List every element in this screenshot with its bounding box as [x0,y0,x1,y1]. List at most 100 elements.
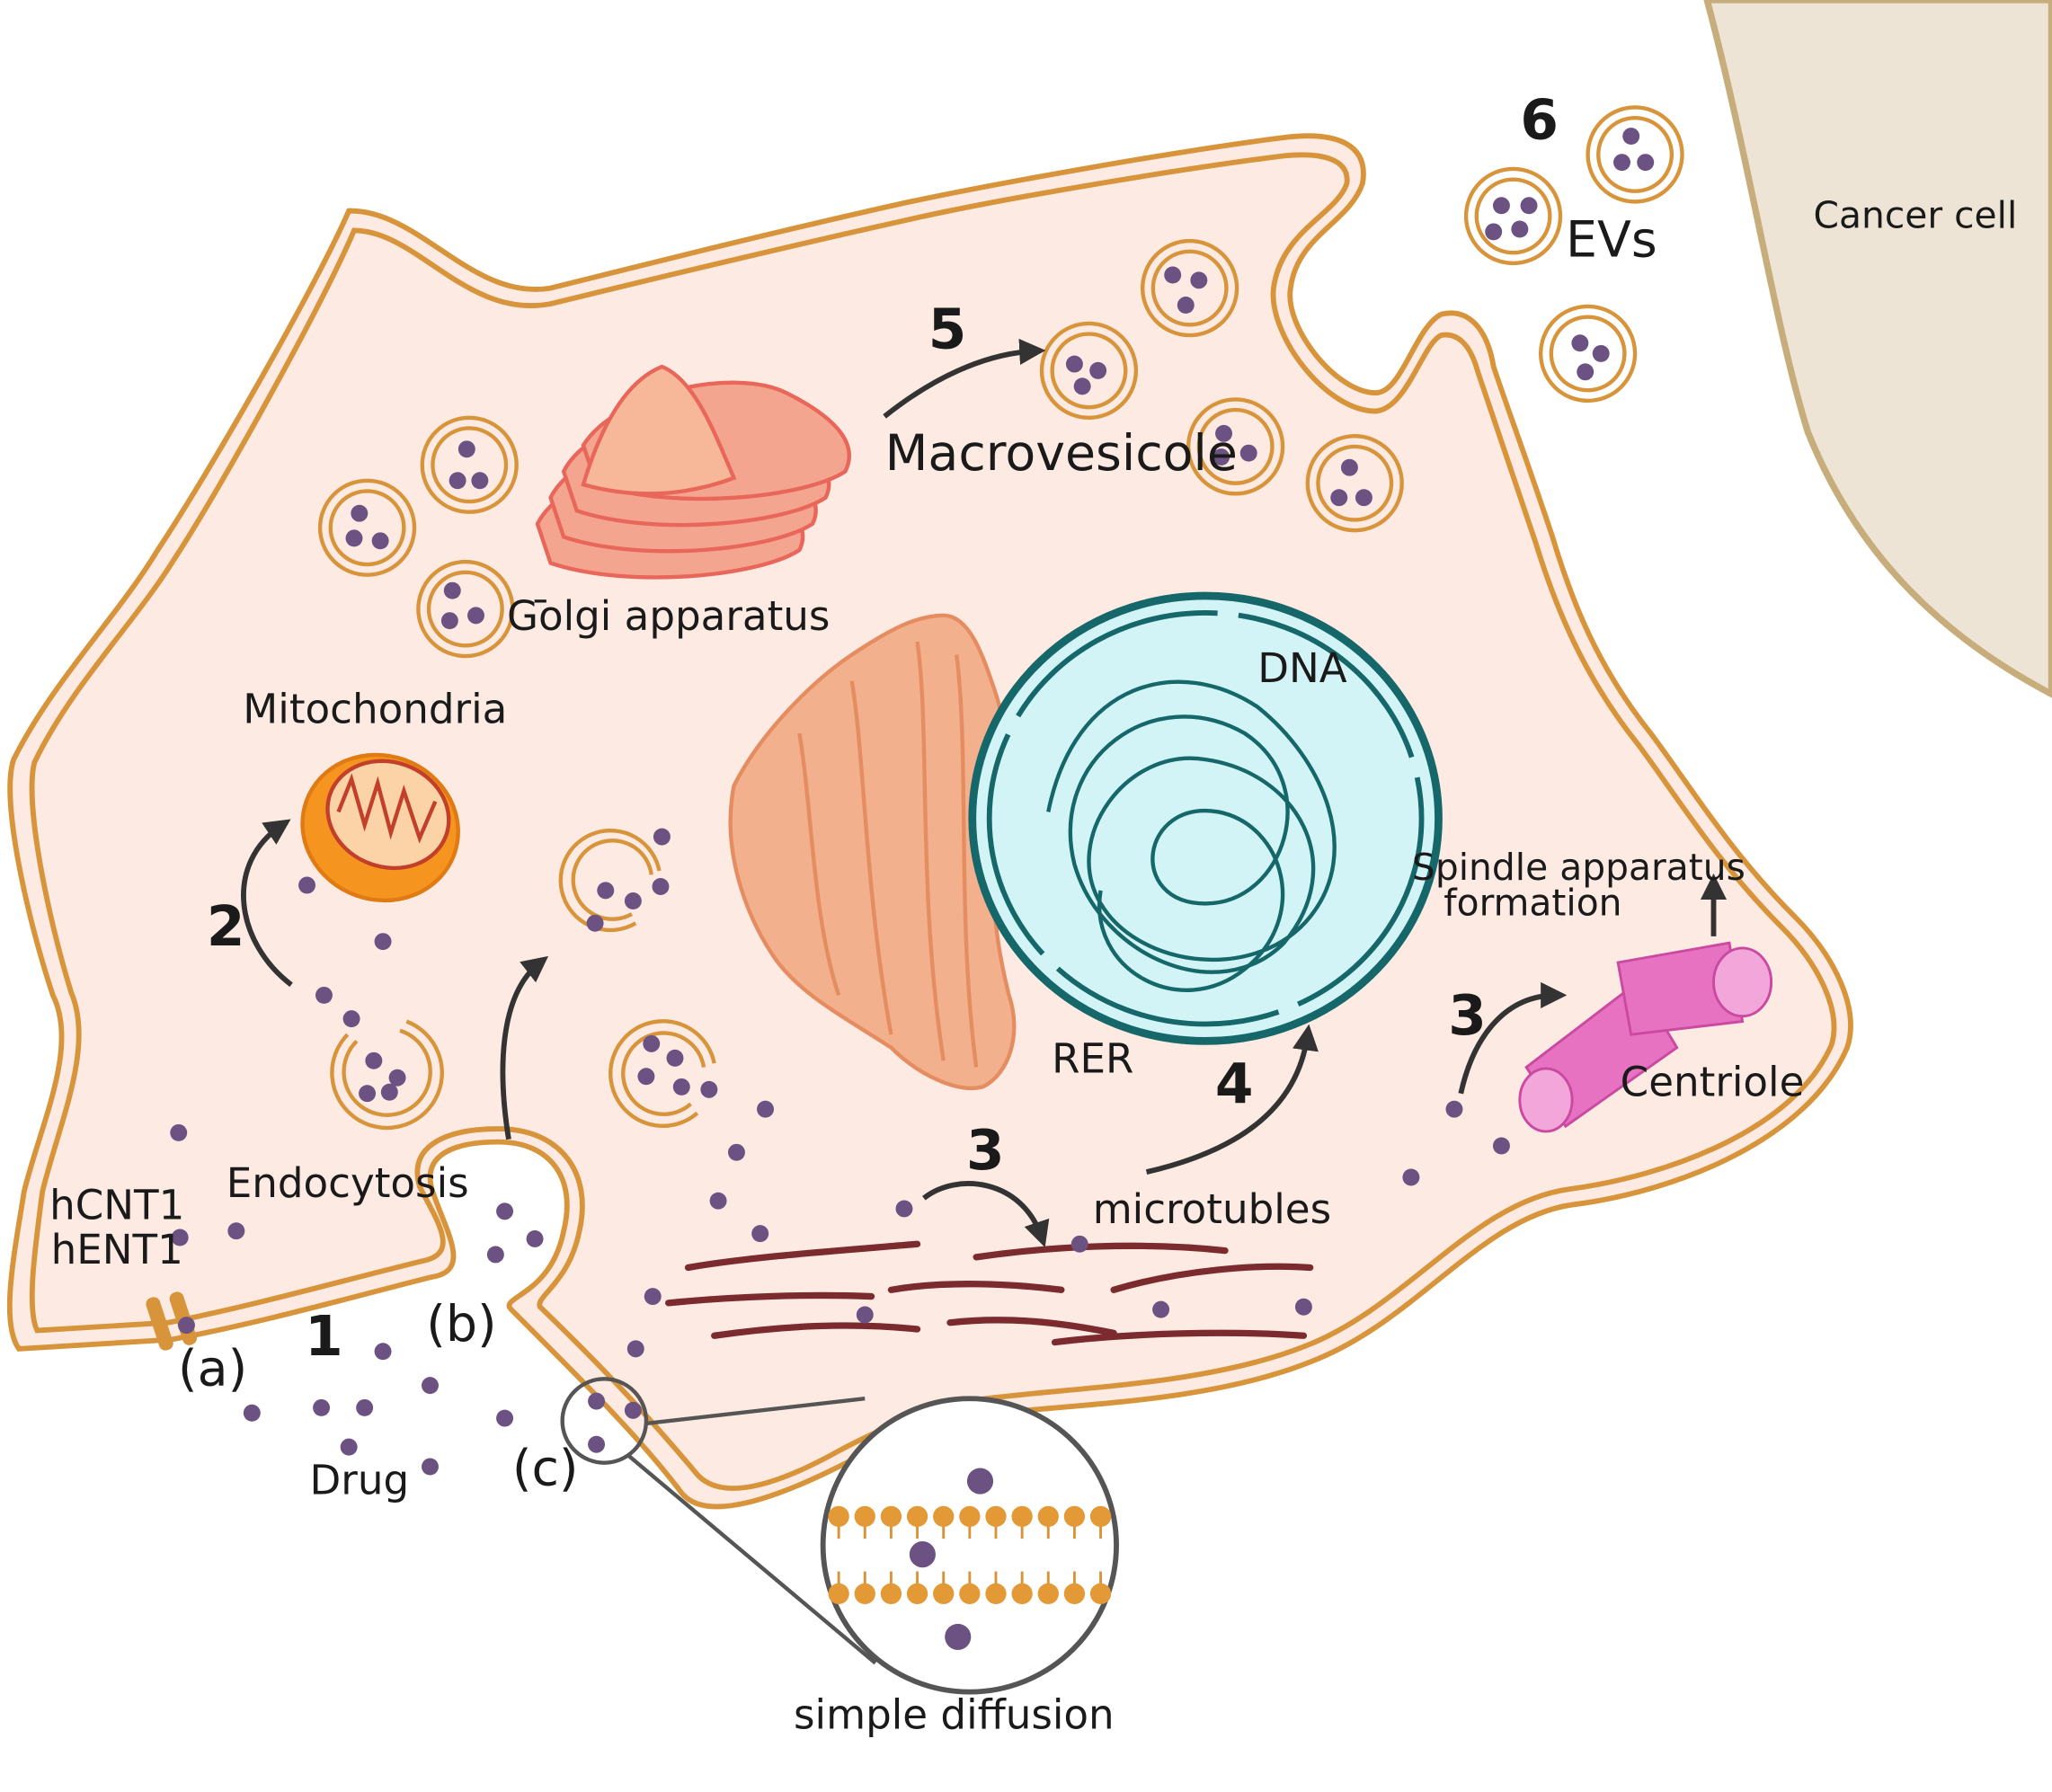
drug-particle [728,1143,745,1161]
centriole [1518,941,1773,1133]
drug-particle [388,1069,406,1087]
drug-particle [422,1458,439,1476]
drug-particle [371,532,389,550]
label-rer: RER [1052,1034,1133,1082]
drug-particle [653,828,671,846]
drug-particle [313,1398,331,1416]
drug-particle [1065,355,1083,373]
drug-particle [1330,489,1348,507]
drug-particle [624,892,642,909]
drug-particle [467,607,484,625]
lipid-head [985,1583,1007,1604]
lipid-head [933,1505,955,1528]
lipid-head [1089,1505,1112,1528]
lipid-head [1037,1505,1059,1528]
drug-particle [1294,1298,1312,1316]
drug-particle [486,1246,504,1264]
pathway-arrows [241,338,1728,1248]
drug-particle [1073,377,1091,395]
drug-particle [471,472,489,490]
drug-particle [588,1435,606,1453]
lipid-head [906,1505,928,1528]
label-macrovesicole: Macrovesicole [885,425,1238,483]
drug-particle [1592,344,1610,362]
drug-particle [1239,444,1257,462]
label-hcnt1: hCNT1 [49,1182,184,1229]
lipid-head [880,1505,902,1528]
drug-particle [586,914,604,932]
lipid-head [1063,1583,1086,1604]
label-microtubles: microtubles [1093,1185,1331,1233]
drug-particle [374,1343,392,1361]
lipid-head [1011,1505,1033,1528]
drug-particle [227,1222,245,1240]
step-1: 1 [305,1305,343,1369]
label-centriole: Centriole [1621,1059,1805,1106]
drug-particle [342,1010,360,1028]
lipid-head [1037,1583,1059,1604]
drug-particle [380,1083,398,1101]
drug-particle [1445,1100,1463,1118]
lipid-head [854,1505,875,1528]
route-b: (b) [426,1296,496,1353]
drug-particle [1164,266,1182,284]
diffusion-magnifier [560,1377,1119,1695]
drug-particle [1213,448,1230,466]
microtubules [665,1240,1314,1346]
drug-particle [496,1202,514,1220]
vesicles [317,105,1684,1131]
drug-particle [626,1340,644,1358]
drug-particle [624,1401,642,1419]
drug-particle [359,1085,377,1103]
drug-particle [351,504,369,522]
drug-particle [597,882,615,900]
drug-particle [449,472,466,490]
drug-particle [1520,197,1538,215]
drug-particle [700,1080,718,1098]
label-drug: Drug [310,1457,410,1504]
lipid-head [1089,1583,1112,1604]
label-simple-diffusion: simple diffusion [794,1690,1115,1738]
drug-particle [588,1392,606,1410]
arrow-4-to-nucleus [1145,1024,1319,1175]
arrow-3-microtubules [922,1181,1050,1248]
drug-particle [1485,223,1503,241]
drug-particle [757,1100,774,1118]
arrow-2-to-mitochondria [241,819,293,988]
drug-particle [666,1049,684,1067]
lipid-head [906,1583,928,1604]
lipid-head [959,1505,981,1528]
step-3-centriole: 3 [1448,984,1487,1048]
golgi-pointer: ¯ [530,592,551,640]
drug-particle [1402,1168,1420,1186]
lipid-head [828,1583,849,1604]
drug-particle [895,1200,913,1218]
label-hent1: hENT1 [51,1226,183,1273]
lipid-head [1063,1505,1086,1528]
label-spindle-line2: formation [1444,882,1621,925]
drug-particle [643,1034,661,1052]
arrow-endocytosis-up [500,955,549,1140]
drug-particle [1622,128,1640,146]
drug-particle [496,1409,514,1427]
drug-particle [856,1306,874,1324]
step-3-microtubules: 3 [966,1119,1005,1183]
lipid-head [959,1583,981,1604]
dna-strand [1046,679,1337,992]
label-golgi: Golgi apparatus [507,592,831,640]
label-dna: DNA [1257,644,1347,692]
route-c: (c) [512,1440,579,1497]
drug-particle [1571,334,1589,352]
step-2: 2 [207,895,245,959]
drug-particle [1492,197,1510,215]
nucleus [968,591,1443,1045]
label-spindle-line1: Spindle apparatus [1412,846,1746,889]
drug-particle [298,876,315,894]
drug-particle [170,1123,188,1141]
cancer-cell-shape [1703,0,2052,698]
drug-particle [751,1225,769,1243]
drug-particle [1492,1137,1510,1155]
drug-particle [1613,154,1630,172]
drug-particle [315,986,333,1004]
